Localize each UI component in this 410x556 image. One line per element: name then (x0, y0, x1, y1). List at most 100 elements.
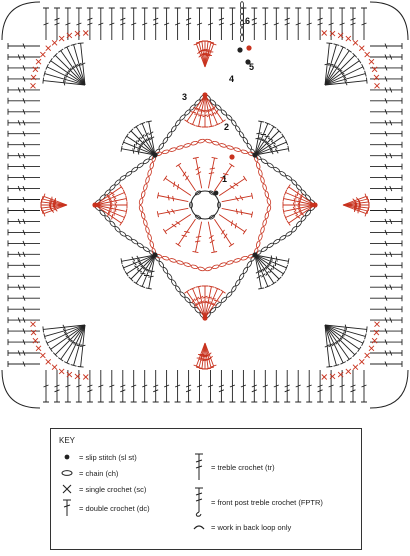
chain-stitch (162, 255, 170, 261)
chain-stitch (176, 260, 184, 265)
stitch-symbol (295, 370, 302, 403)
chain-stitch (147, 233, 152, 241)
stitch-symbol (7, 317, 40, 324)
stitch-symbol (7, 163, 40, 170)
chain-stitch (246, 260, 252, 268)
stitch-symbol (370, 262, 403, 269)
chain-stitch (208, 214, 216, 220)
single-crochet-mark (45, 45, 52, 52)
chain-stitch (179, 291, 186, 298)
chain-stitch (240, 149, 248, 155)
chain-stitch (138, 204, 144, 213)
stitch-symbol (189, 94, 206, 127)
chain-stitch (189, 301, 196, 309)
stitch-symbol (7, 295, 40, 302)
stitch-symbol (324, 43, 340, 86)
key-column-left: = slip stitch (sl st) = chain (ch) = sin… (59, 449, 150, 519)
key-title: KEY (59, 436, 76, 445)
stitch-symbol (207, 370, 214, 403)
single-crochet-mark (337, 371, 344, 378)
stitch-symbol (64, 7, 71, 40)
stitch-symbol (175, 218, 196, 247)
stitch-symbol (254, 128, 282, 156)
single-crochet-mark (345, 368, 352, 375)
stitch-symbol (339, 370, 346, 403)
stitch-symbol (283, 204, 316, 221)
key-label: = double crochet (dc) (79, 503, 150, 513)
stitch-symbol (339, 7, 346, 40)
single-crochet-mark (30, 321, 36, 328)
stitch-symbol (324, 324, 333, 368)
single-crochet-mark (66, 32, 73, 39)
stitch-symbol (174, 7, 181, 40)
stitch-symbol (254, 254, 282, 282)
stitch-symbol (203, 40, 212, 68)
stitch-symbol (7, 119, 40, 126)
stitch-symbol (350, 7, 356, 40)
stitch-symbol (141, 7, 148, 40)
stitch-symbol (370, 64, 403, 71)
stitch-symbol (202, 285, 208, 318)
stitch-symbol (324, 70, 367, 86)
stitch-symbol (7, 218, 40, 225)
stitch-symbol (254, 139, 289, 156)
key-item-single-crochet: = single crochet (sc) (59, 481, 150, 497)
stitch-symbol (40, 198, 68, 207)
single-crochet-mark (66, 371, 73, 378)
stitch-symbol (254, 121, 271, 156)
chain-stitch (273, 238, 281, 245)
stitch-symbol (284, 7, 291, 40)
single-crochet-mark (321, 30, 328, 36)
single-crochet-mark (45, 358, 52, 365)
stitch-symbol (204, 286, 221, 319)
chain-stitch (138, 197, 144, 206)
stitch-symbol (133, 124, 156, 156)
chain-stitch (260, 226, 265, 234)
stitch-symbol (95, 202, 128, 208)
stitch-symbol (214, 163, 235, 192)
single-crochet-mark (82, 374, 89, 380)
stitch-symbol (273, 370, 280, 403)
stitch-symbol (94, 204, 128, 215)
stitch-symbol (7, 240, 40, 247)
stitch-symbol (370, 97, 403, 104)
stitch-symbol (324, 324, 352, 362)
chain-stitch (212, 140, 220, 146)
chain-stitch (260, 158, 268, 165)
crochet-chart: 1 2 3 4 5 6 (1, 1, 409, 409)
stitch-symbol (370, 240, 403, 247)
stitch-symbol (207, 7, 214, 40)
stitch-symbol (48, 58, 86, 86)
stitch-symbol (108, 7, 115, 40)
stitch-symbol (7, 185, 40, 192)
chain-stitch (242, 266, 249, 274)
stitch-symbol (139, 121, 156, 156)
chain-stitch (239, 34, 244, 43)
single-crochet-mark (374, 321, 380, 328)
stitch-symbol (370, 174, 403, 181)
stitch-symbol (175, 162, 196, 192)
stitch-symbol (64, 45, 86, 86)
stitch-symbol (43, 370, 49, 403)
chain-stitch (145, 226, 150, 234)
stitch-symbol (317, 7, 324, 40)
stitch-symbol (7, 361, 40, 367)
chain-stitch (194, 190, 202, 196)
stitch-symbol (350, 370, 356, 403)
stitch-symbol (204, 285, 215, 319)
stitch-symbol (43, 324, 86, 340)
stitch-symbol (52, 324, 86, 358)
stitch-symbol (86, 7, 93, 40)
key-label: = front post treble crochet (FPTR) (211, 497, 323, 507)
stitch-symbol (284, 370, 291, 403)
key-label: = work in back loop only (211, 522, 292, 532)
stitch-symbol (214, 218, 235, 248)
stitch-symbol (64, 370, 71, 403)
chain-stitch (204, 266, 213, 272)
chain-stitch (169, 147, 177, 152)
stitch-symbol (7, 306, 40, 313)
single-crochet-mark (82, 30, 89, 36)
stitch-symbol (282, 195, 316, 206)
stitch-symbol (195, 94, 206, 128)
chain-stitch (255, 240, 261, 248)
